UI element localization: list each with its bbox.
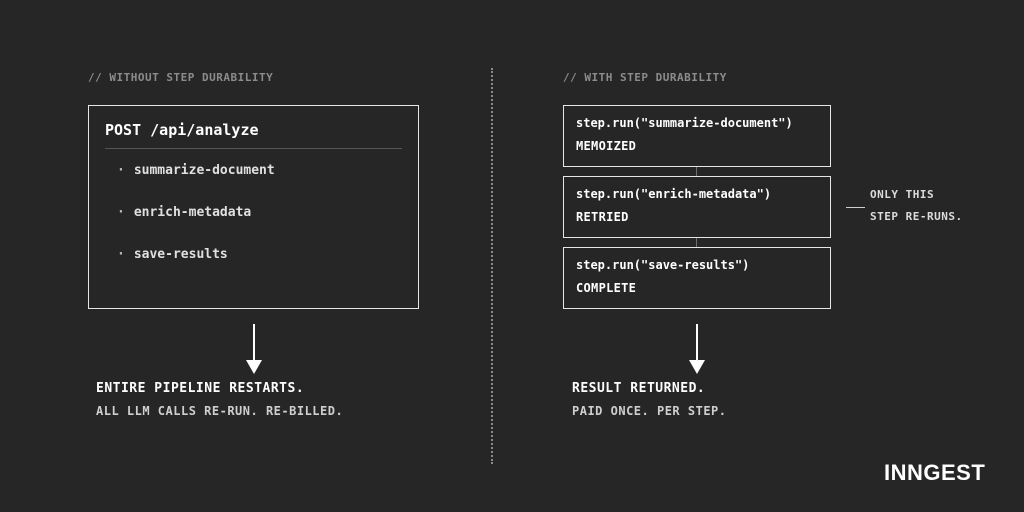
step-connector — [696, 167, 697, 176]
step-code: step.run("summarize-document") — [576, 116, 793, 130]
pipeline-step-label: summarize-document — [133, 163, 275, 178]
down-arrow-icon — [689, 324, 705, 374]
annotation-note-line-2: STEP RE-RUNS. — [870, 210, 963, 223]
step-code: step.run("enrich-metadata") — [576, 187, 772, 201]
pipeline-step-label: enrich-metadata — [133, 205, 252, 220]
column-divider — [491, 68, 493, 464]
endpoint-divider — [105, 148, 402, 149]
bullet-icon: · — [117, 163, 125, 178]
right-column-label: // WITH STEP DURABILITY — [563, 71, 727, 84]
endpoint-box: POST /api/analyze · summarize-document · e… — [88, 105, 419, 309]
right-result-subtitle: PAID ONCE. PER STEP. — [572, 404, 727, 418]
right-result-title: RESULT RETURNED. — [572, 381, 706, 396]
bullet-icon: · — [117, 247, 125, 262]
step-connector — [696, 238, 697, 247]
inngest-logo: INNGEST — [884, 460, 986, 485]
step-box-save: step.run("save-results") COMPLETE — [563, 247, 831, 309]
step-status: MEMOIZED — [576, 139, 637, 153]
pipeline-step-item: · enrich-metadata — [117, 205, 251, 220]
step-box-summarize: step.run("summarize-document") MEMOIZED — [563, 105, 831, 167]
pipeline-step-label: save-results — [133, 247, 228, 262]
pipeline-step-item: · summarize-document — [117, 163, 275, 178]
left-column-label: // WITHOUT STEP DURABILITY — [88, 71, 274, 84]
step-box-enrich: step.run("enrich-metadata") RETRIED — [563, 176, 831, 238]
annotation-note-line-1: ONLY THIS — [870, 188, 935, 201]
step-code: step.run("save-results") — [576, 258, 750, 272]
left-result-subtitle: ALL LLM CALLS RE-RUN. RE-BILLED. — [96, 404, 344, 418]
step-status: COMPLETE — [576, 281, 637, 295]
bullet-icon: · — [117, 205, 125, 220]
pipeline-step-item: · save-results — [117, 247, 228, 262]
step-status: RETRIED — [576, 210, 629, 224]
down-arrow-icon — [246, 324, 262, 374]
left-result-title: ENTIRE PIPELINE RESTARTS. — [96, 381, 305, 396]
endpoint-title: POST /api/analyze — [105, 121, 259, 139]
annotation-leader-line — [846, 207, 865, 208]
